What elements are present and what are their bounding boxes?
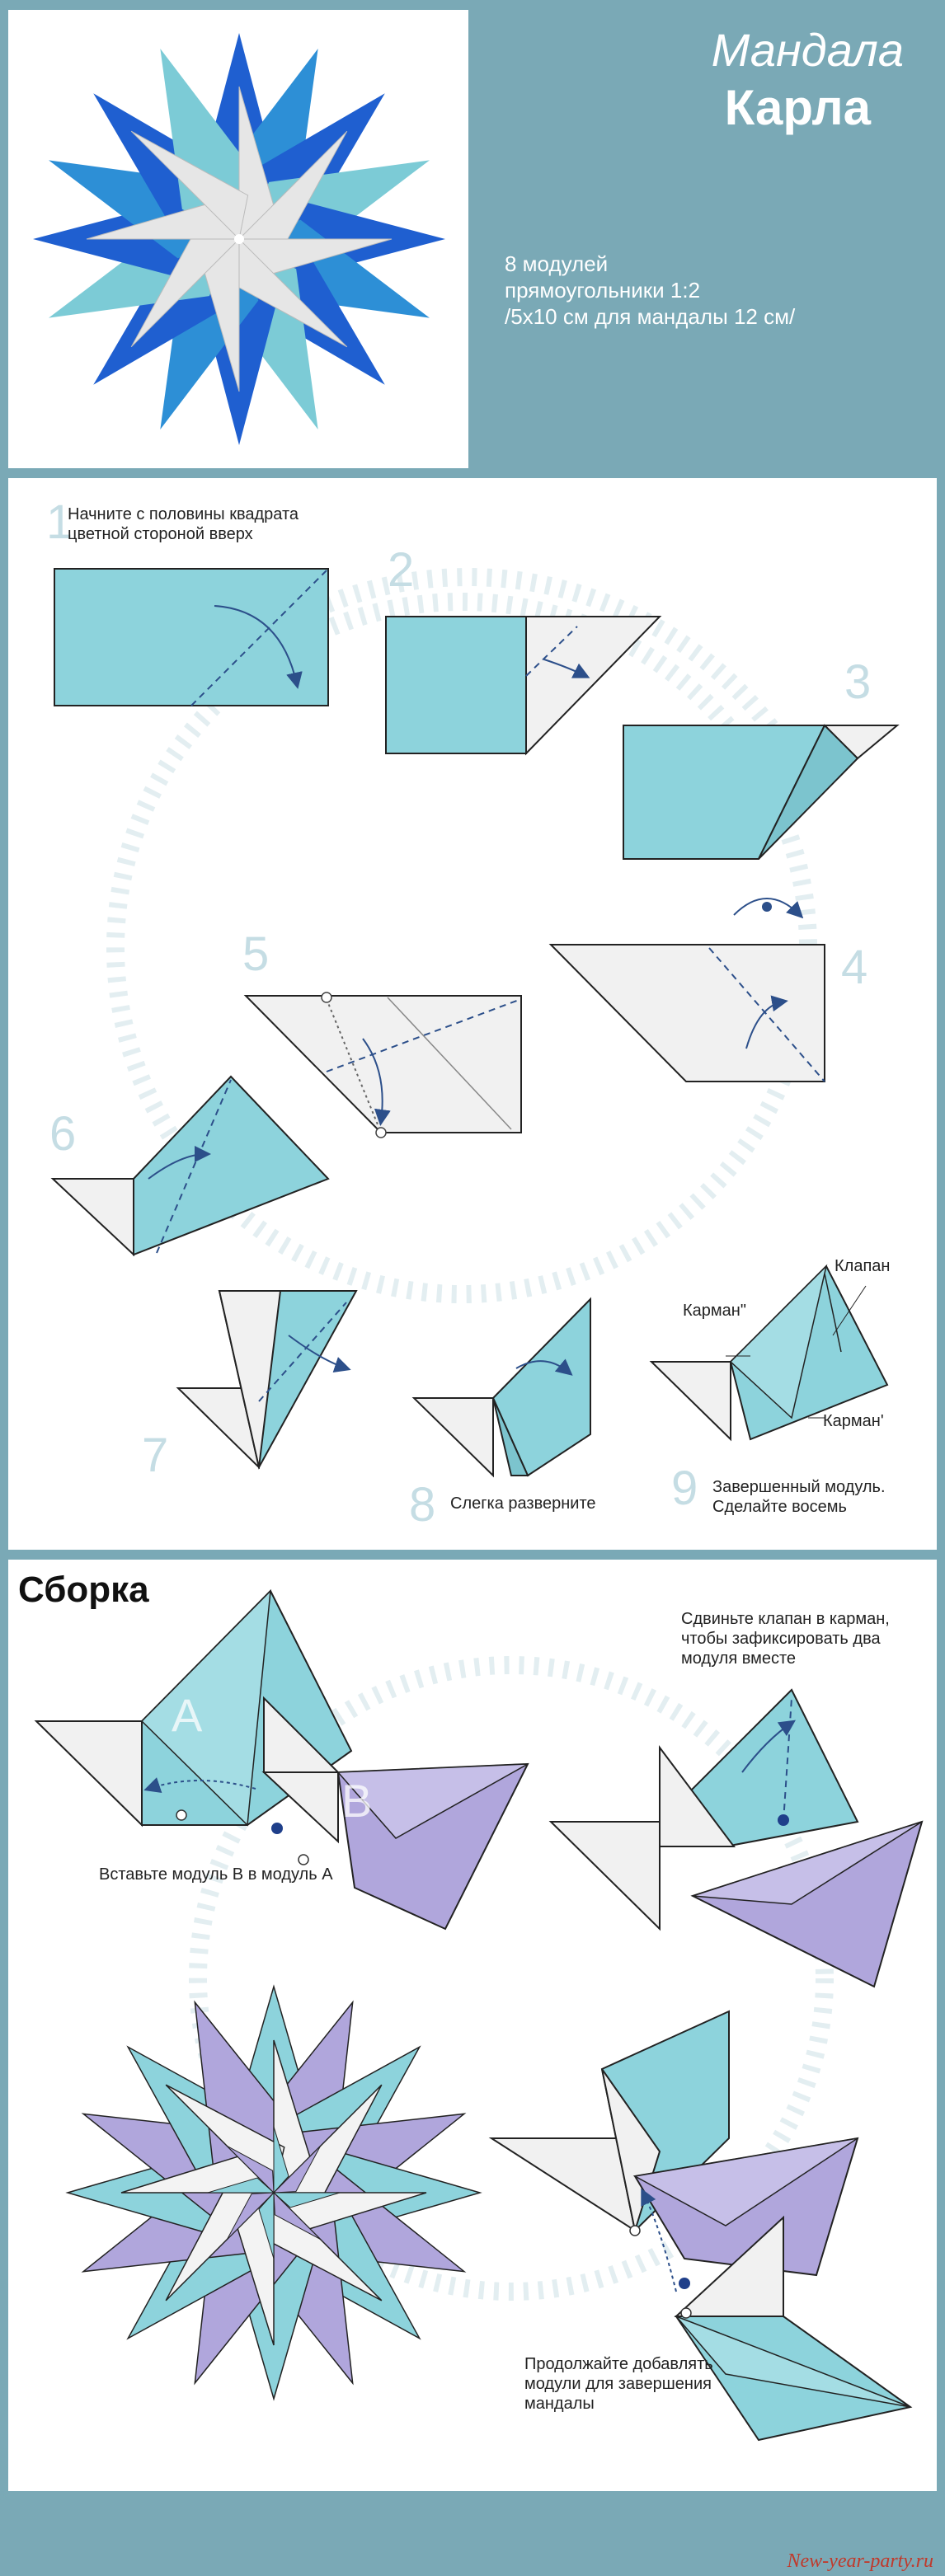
assembly-title: Сборка (18, 1570, 149, 1610)
label-pocket-double: Карман" (683, 1302, 746, 1320)
caption-slide: Сдвиньте клапан в карман, чтобы зафиксир… (681, 1610, 890, 1668)
step-number-9: 9 (671, 1462, 698, 1515)
spec-ratio: прямоугольники 1:2 (505, 278, 701, 303)
step-caption-9: Завершенный модуль. Сделайте восемь (712, 1478, 886, 1516)
label-flap: Клапан (835, 1257, 891, 1275)
step-number-8: 8 (409, 1478, 436, 1532)
step-number-4: 4 (841, 941, 868, 994)
step-number-2: 2 (388, 543, 415, 597)
spec-modules: 8 модулей (505, 251, 609, 276)
step-number-3: 3 (844, 655, 872, 709)
footer-site[interactable]: New-year-party.ru (787, 2550, 934, 2572)
step-caption-8: Слегка разверните (450, 1494, 596, 1513)
spec-size: /5х10 см для мандалы 12 см/ (505, 304, 796, 329)
step-number-1: 1 (46, 495, 73, 549)
step-number-6: 6 (49, 1107, 77, 1161)
label-pocket-single: Карман' (823, 1412, 884, 1430)
assembly-panel (8, 1560, 937, 2491)
steps-panel (8, 478, 937, 1550)
title-line1: Мандала (711, 24, 904, 76)
caption-continue: Продолжайте добавлять модули для заверше… (524, 2355, 713, 2413)
step-number-7: 7 (142, 1429, 169, 1482)
step-number-5: 5 (242, 927, 270, 981)
step-caption-1: Начните с половины квадрата цветной стор… (68, 505, 299, 543)
header-photo-panel (8, 10, 468, 468)
caption-insert: Вставьте модуль В в модуль А (99, 1865, 333, 1884)
title-line2: Карла (724, 80, 871, 135)
